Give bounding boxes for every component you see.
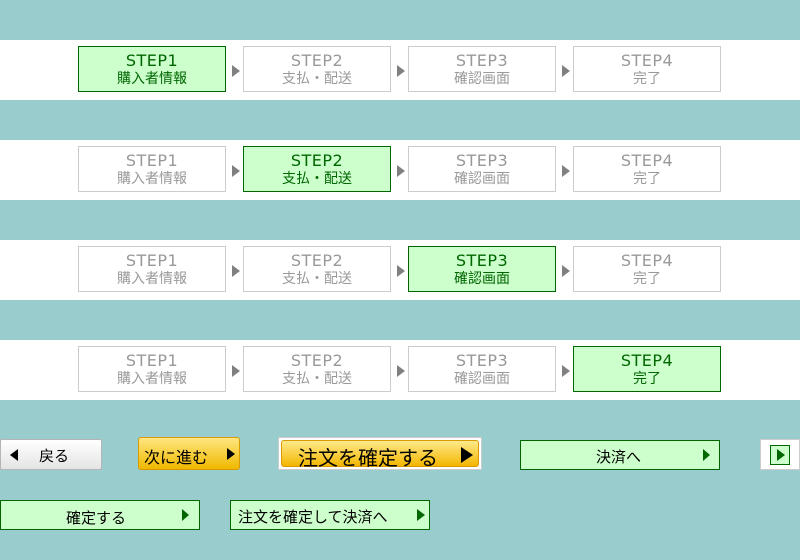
- step-number: STEP1: [125, 251, 179, 270]
- step-number: STEP3: [455, 351, 509, 370]
- step-4: STEP4 完了: [573, 146, 721, 192]
- confirm-button-label: 確定する: [66, 509, 127, 527]
- step-number: STEP2: [290, 351, 344, 370]
- step-4: STEP4 完了: [573, 246, 721, 292]
- step-3-active: STEP3 確認画面: [408, 246, 556, 292]
- step-label: 確認画面: [454, 71, 510, 87]
- step-number: STEP4: [620, 251, 674, 270]
- step-number: STEP4: [620, 151, 674, 170]
- chevron-right-icon: [562, 265, 570, 277]
- chevron-right-icon: [562, 165, 570, 177]
- step-3: STEP3 確認画面: [408, 46, 556, 92]
- step-4: STEP4 完了: [573, 46, 721, 92]
- chevron-right-icon: [232, 165, 240, 177]
- triangle-right-icon: [182, 509, 189, 521]
- step-1: STEP1 購入者情報: [78, 146, 226, 192]
- step-label: 購入者情報: [117, 171, 187, 187]
- triangle-right-icon: [227, 448, 235, 460]
- chevron-right-icon: [232, 65, 240, 77]
- step-number: STEP1: [125, 51, 179, 70]
- chevron-right-icon: [232, 365, 240, 377]
- triangle-right-icon: [417, 509, 425, 521]
- chevron-right-icon: [562, 365, 570, 377]
- step-1-active: STEP1 購入者情報: [78, 46, 226, 92]
- step-4-active: STEP4 完了: [573, 346, 721, 392]
- confirm-order-button-label: 注文を確定する: [298, 446, 438, 470]
- step-label: 支払・配送: [282, 71, 352, 87]
- chevron-right-icon: [397, 265, 405, 277]
- step-label: 完了: [633, 71, 661, 87]
- confirm-button[interactable]: 確定する: [0, 500, 200, 530]
- settle-button[interactable]: 決済へ: [520, 440, 720, 470]
- step-3: STEP3 確認画面: [408, 346, 556, 392]
- step-label: 確認画面: [454, 271, 510, 287]
- step-2-active: STEP2 支払・配送: [243, 146, 391, 192]
- step-indicator-row-4: STEP1 購入者情報 STEP2 支払・配送 STEP3 確認画面 STEP4…: [0, 340, 800, 400]
- step-number: STEP1: [125, 351, 179, 370]
- step-number: STEP2: [290, 151, 344, 170]
- back-button-label: 戻る: [39, 447, 70, 465]
- step-number: STEP2: [290, 51, 344, 70]
- confirm-and-settle-button[interactable]: 注文を確定して決済へ: [230, 500, 430, 530]
- step-label: 確認画面: [454, 371, 510, 387]
- step-1: STEP1 購入者情報: [78, 346, 226, 392]
- arrow-button[interactable]: [760, 439, 800, 470]
- step-label: 完了: [633, 371, 661, 387]
- step-indicator-row-1: STEP1 購入者情報 STEP2 支払・配送 STEP3 確認画面 STEP4…: [0, 40, 800, 100]
- chevron-right-icon: [397, 365, 405, 377]
- step-number: STEP3: [455, 51, 509, 70]
- step-2: STEP2 支払・配送: [243, 46, 391, 92]
- step-indicator-row-2: STEP1 購入者情報 STEP2 支払・配送 STEP3 確認画面 STEP4…: [0, 140, 800, 200]
- next-button-label: 次に進む: [144, 448, 209, 467]
- step-label: 完了: [633, 171, 661, 187]
- step-label: 確認画面: [454, 171, 510, 187]
- confirm-order-button-face[interactable]: 注文を確定する: [281, 440, 479, 470]
- step-number: STEP1: [125, 151, 179, 170]
- chevron-right-icon: [562, 65, 570, 77]
- chevron-right-icon: [232, 265, 240, 277]
- step-number: STEP3: [455, 251, 509, 270]
- settle-button-label: 決済へ: [596, 448, 642, 466]
- step-label: 完了: [633, 271, 661, 287]
- step-1: STEP1 購入者情報: [78, 246, 226, 292]
- step-label: 支払・配送: [282, 371, 352, 387]
- step-label: 購入者情報: [117, 371, 187, 387]
- triangle-right-icon: [461, 447, 473, 463]
- back-button[interactable]: 戻る: [0, 439, 102, 470]
- chevron-right-icon: [397, 65, 405, 77]
- confirm-and-settle-button-label: 注文を確定して決済へ: [238, 508, 388, 526]
- step-label: 購入者情報: [117, 271, 187, 287]
- triangle-left-icon: [10, 449, 18, 461]
- step-number: STEP4: [620, 51, 674, 70]
- next-button[interactable]: 次に進む: [138, 437, 240, 470]
- step-2: STEP2 支払・配送: [243, 246, 391, 292]
- step-number: STEP4: [620, 351, 674, 370]
- step-number: STEP2: [290, 251, 344, 270]
- step-number: STEP3: [455, 151, 509, 170]
- step-3: STEP3 確認画面: [408, 146, 556, 192]
- triangle-right-icon: [777, 449, 785, 461]
- step-label: 支払・配送: [282, 171, 352, 187]
- step-indicator-row-3: STEP1 購入者情報 STEP2 支払・配送 STEP3 確認画面 STEP4…: [0, 240, 800, 300]
- step-label: 支払・配送: [282, 271, 352, 287]
- confirm-order-button[interactable]: 注文を確定する: [278, 437, 482, 470]
- step-label: 購入者情報: [117, 71, 187, 87]
- triangle-right-icon: [703, 449, 710, 461]
- chevron-right-icon: [397, 165, 405, 177]
- arrow-button-box[interactable]: [770, 445, 790, 465]
- step-2: STEP2 支払・配送: [243, 346, 391, 392]
